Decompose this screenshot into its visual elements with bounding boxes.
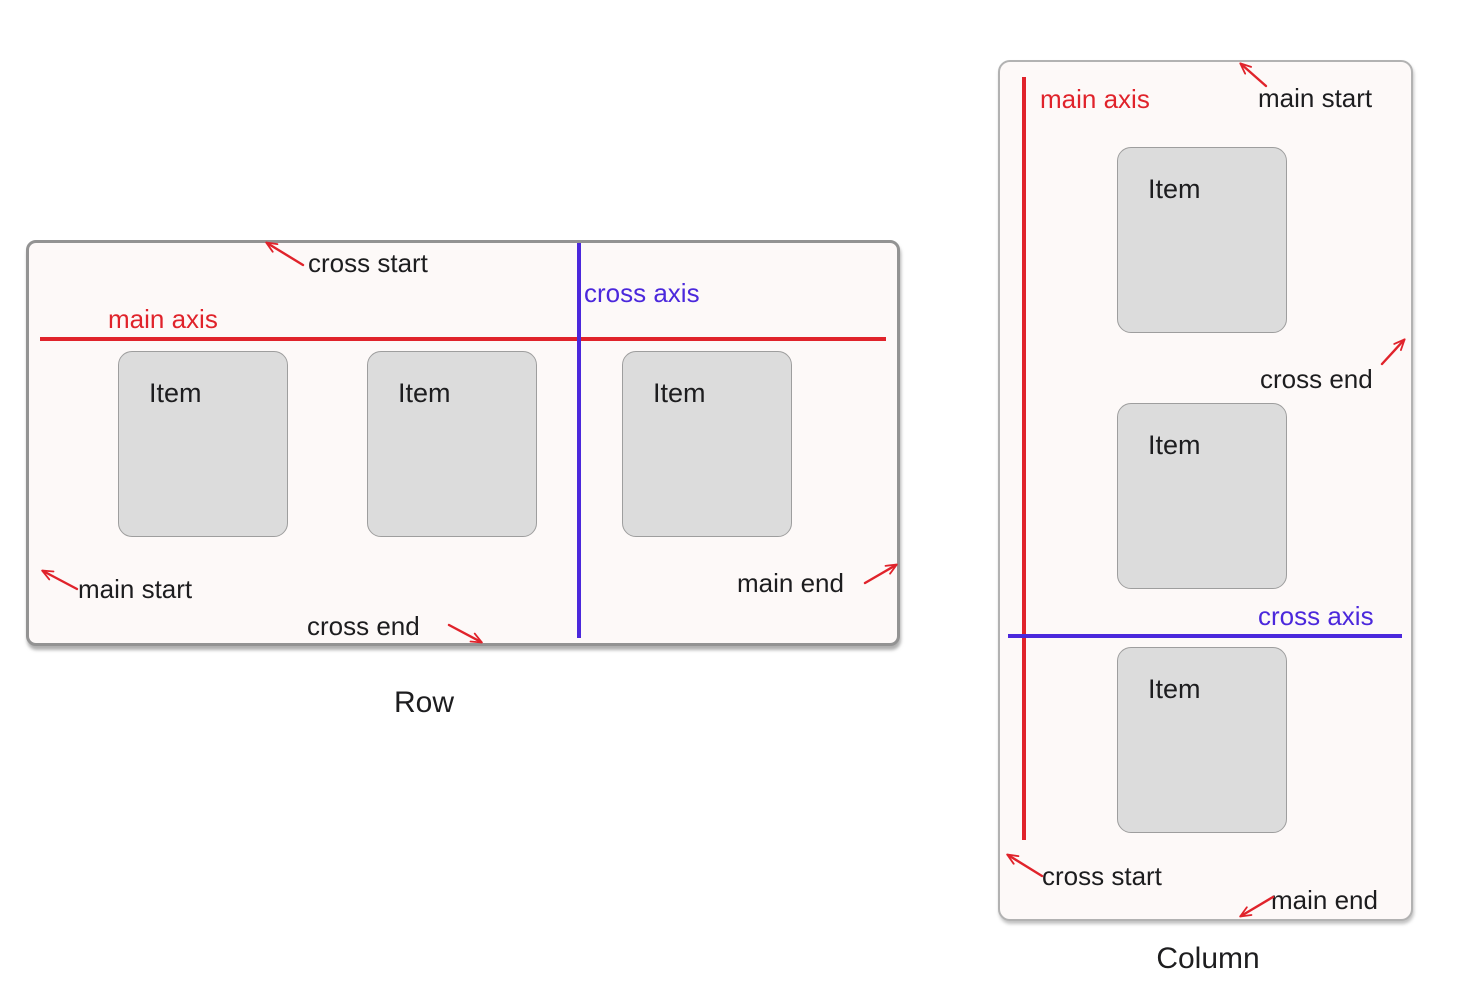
row-cross-axis-line [577,243,581,638]
column-flex-container: main axis main start cross end cross axi… [998,60,1413,921]
row-main-axis-line [40,337,886,341]
row-flex-item: Item [367,351,537,537]
column-flex-item: Item [1117,647,1287,833]
column-main-end-label: main end [1271,885,1378,915]
column-diagram-title: Column [1156,942,1260,975]
column-cross-start-label: cross start [1042,861,1162,891]
column-main-axis-label: main axis [1040,84,1150,114]
column-cross-axis-line [1008,634,1402,638]
row-cross-start-label: cross start [308,248,428,278]
column-flex-item: Item [1117,403,1287,589]
row-cross-axis-label: cross axis [584,278,700,308]
row-flex-container: main axis cross start cross axis main st… [26,240,900,646]
row-main-start-label: main start [78,574,193,604]
row-main-end-label: main end [737,568,844,598]
column-main-axis-line [1022,77,1026,840]
row-main-axis-label: main axis [108,304,218,334]
row-cross-end-label: cross end [307,611,420,641]
row-flex-item: Item [118,351,288,537]
column-cross-end-label: cross end [1260,364,1373,394]
row-diagram-title: Row [393,686,454,719]
column-flex-item: Item [1117,147,1287,333]
column-cross-axis-label: cross axis [1258,601,1374,631]
row-flex-item: Item [622,351,792,537]
column-main-start-label: main start [1258,83,1373,113]
